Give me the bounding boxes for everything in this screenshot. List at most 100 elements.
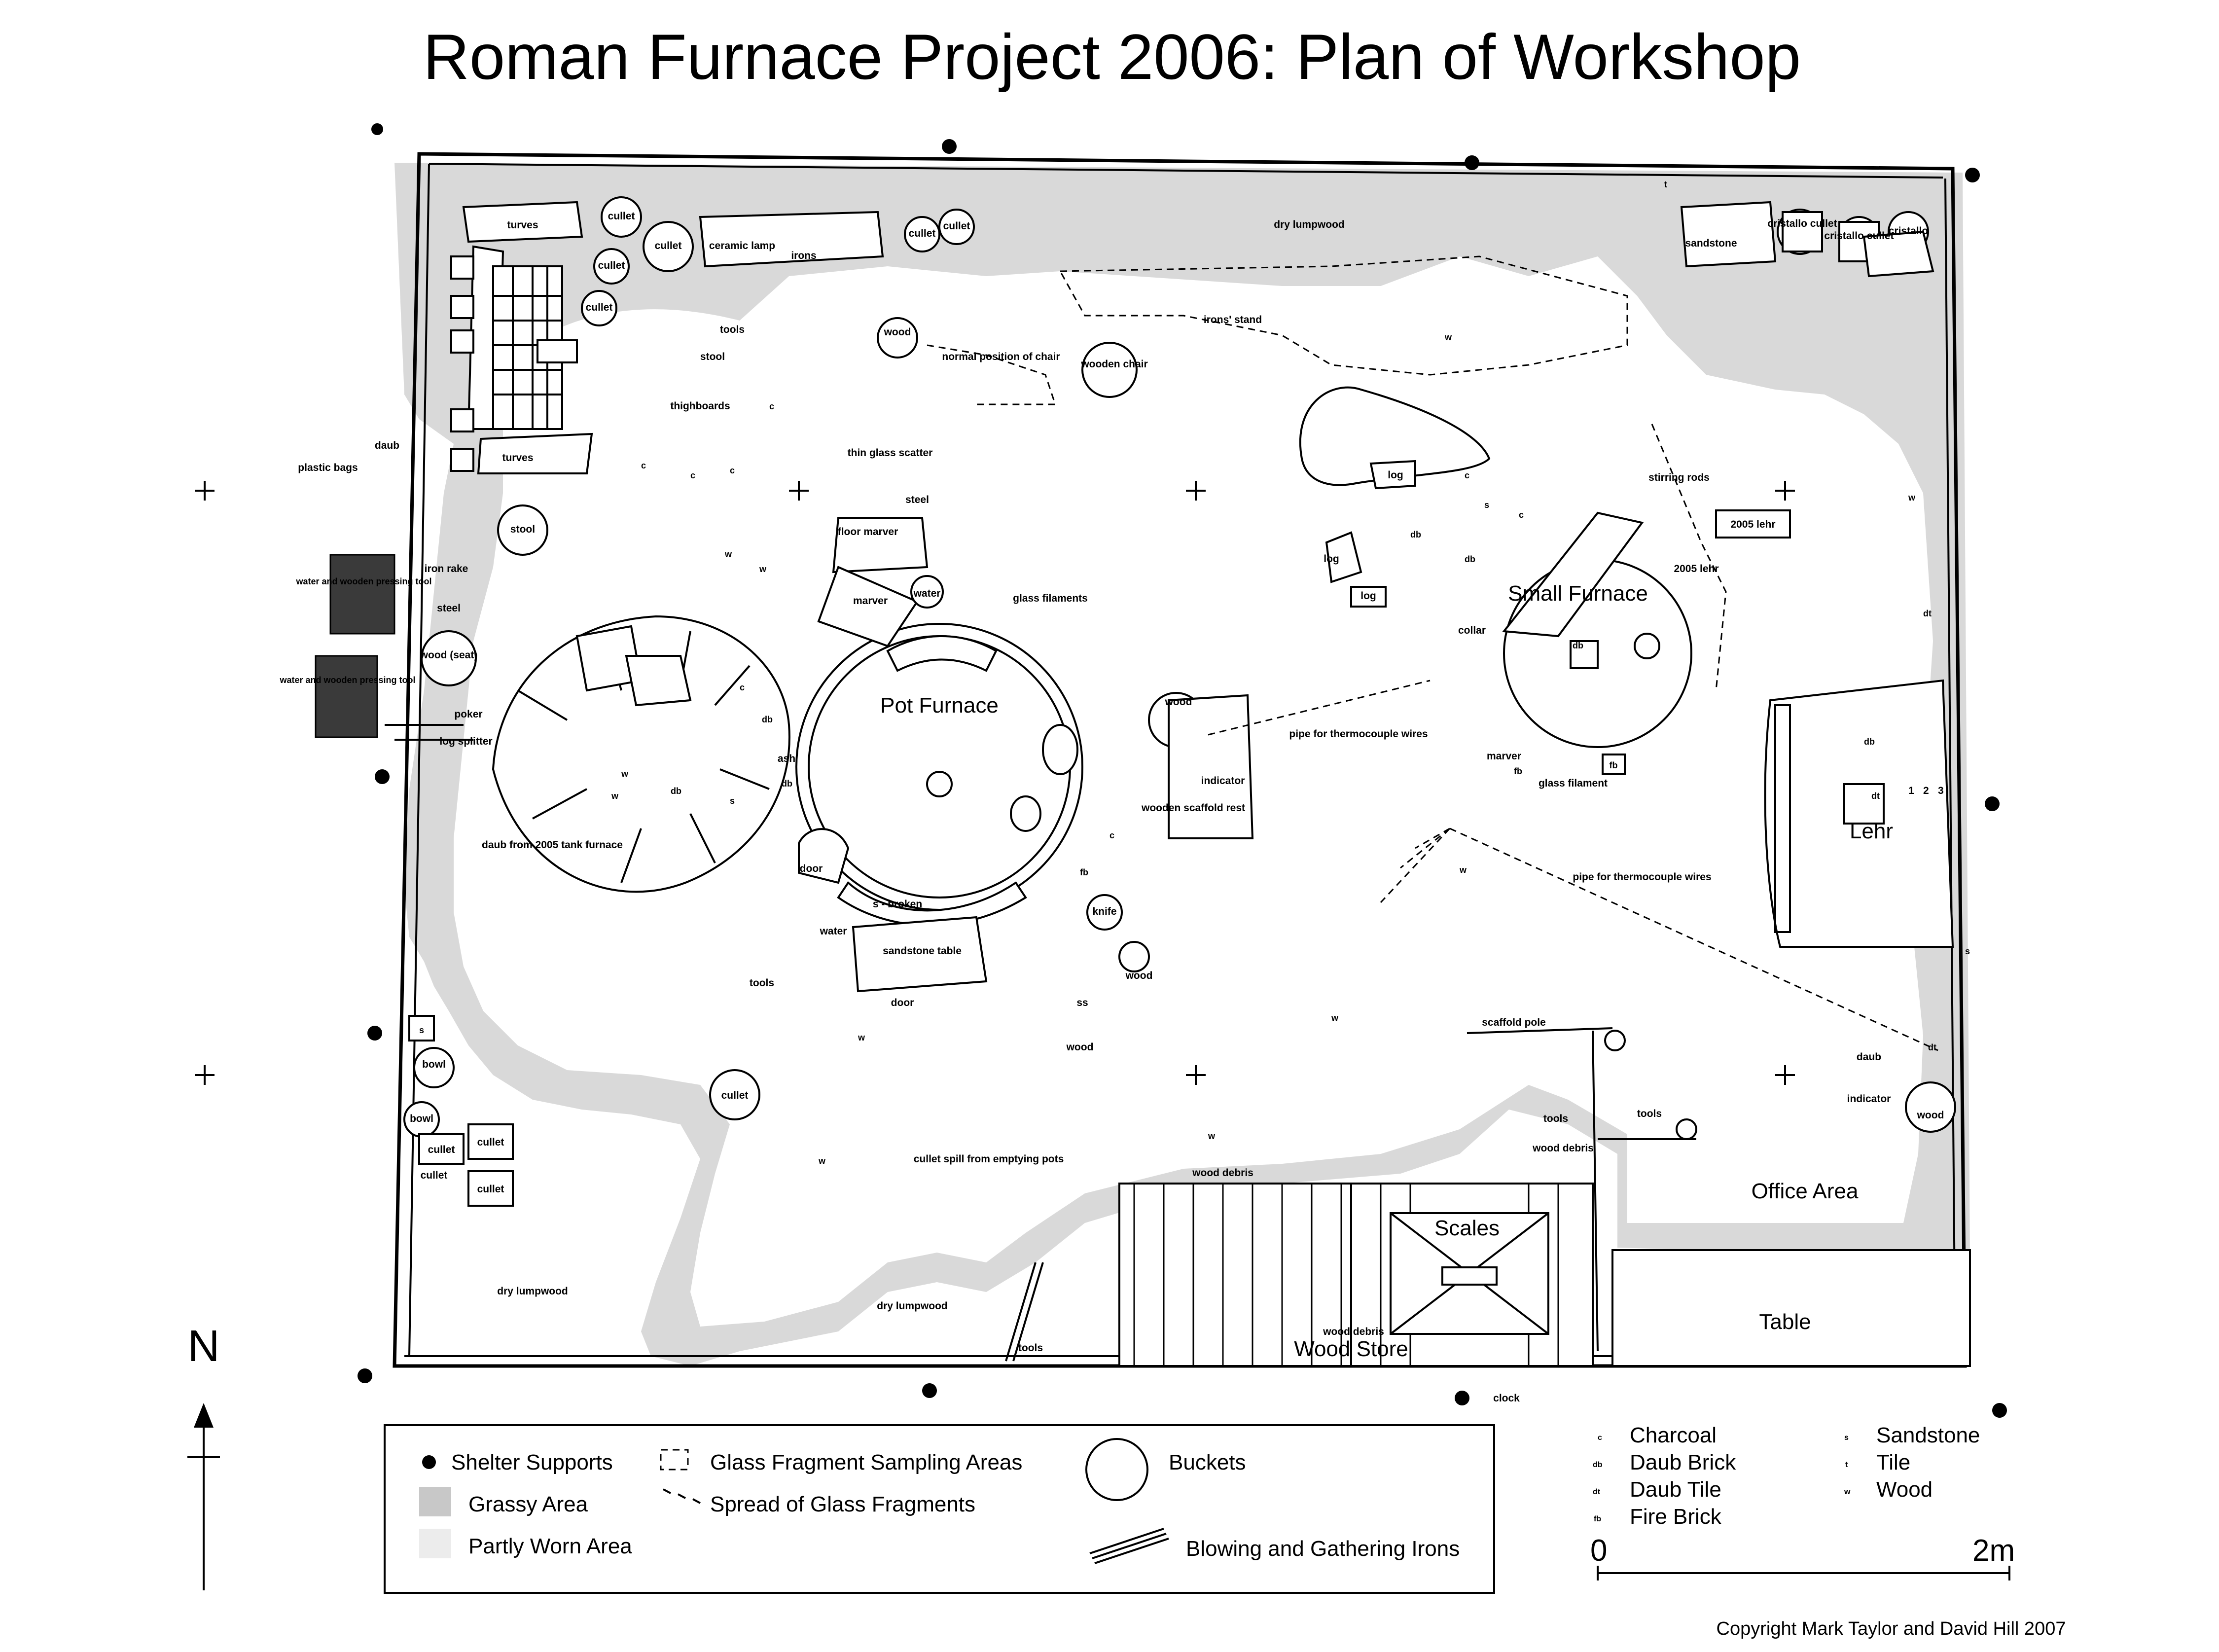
abbr-sandstone: Sandstone — [1876, 1423, 1980, 1447]
plastic-bags-label: plastic bags — [298, 462, 358, 473]
wood-store-label: Wood Store — [1294, 1337, 1408, 1361]
c-mark-1: c — [641, 461, 646, 470]
log-label-1: log — [1388, 469, 1403, 481]
abbr-charcoal: Charcoal — [1630, 1423, 1717, 1447]
cullet-5: cullet — [909, 228, 936, 239]
scales-label: Scales — [1434, 1216, 1500, 1240]
wood-debris-label-3: wood debris — [1192, 1167, 1253, 1179]
water-label-2: water — [820, 926, 847, 937]
steel-label-2: steel — [905, 494, 929, 505]
cullet-spill-label: cullet spill from emptying pots — [914, 1153, 1064, 1165]
knife-label: knife — [1092, 906, 1116, 917]
cullet-7: cullet — [428, 1144, 455, 1155]
ceramic-lamp-label: ceramic lamp — [709, 240, 775, 251]
tools-label-2: tools — [750, 977, 774, 989]
lehr: Lehr 1 2 3 — [1764, 679, 1954, 948]
w-mark-3: w — [611, 791, 619, 801]
lehr-num-2: 2 — [1923, 785, 1929, 796]
pressing-tool-label-2: water and wooden pressing tool — [279, 675, 415, 685]
lehr-2005-label-2: 2005 lehr — [1674, 563, 1718, 575]
cullet-8: cullet — [477, 1137, 504, 1148]
w-mark-7: w — [858, 1033, 865, 1042]
wood-label-4: wood — [1165, 696, 1192, 708]
pot-furnace-label: Pot Furnace — [880, 693, 999, 718]
cullet-1: cullet — [608, 211, 635, 222]
sw-objects: s bowl bowl cullet cullet cullet cullet … — [408, 1015, 1064, 1362]
abbr-tile: Tile — [1876, 1450, 1910, 1474]
abbr-code-s: s — [1844, 1434, 1849, 1442]
legend-buckets: Buckets — [1169, 1450, 1246, 1474]
legend-support-dot — [422, 1455, 436, 1469]
tools-label-5: tools — [1018, 1342, 1043, 1354]
daub-label-2: daub — [1857, 1051, 1881, 1063]
wood-debris-label-1: wood debris — [1532, 1143, 1594, 1154]
irons-stand-label: irons' stand — [1204, 314, 1262, 325]
legend-shelter-supports: Shelter Supports — [451, 1450, 613, 1474]
w-mark-9: w — [1208, 1131, 1216, 1141]
sampling-areas — [927, 255, 1727, 691]
cullet-9: cullet — [477, 1184, 504, 1195]
turves-2: turves — [502, 452, 533, 464]
legend: Shelter Supports Grassy Area Partly Worn… — [384, 1424, 1495, 1594]
scale-end: 2m — [1972, 1534, 2015, 1568]
daub-from-2005-label: daub from 2005 tank furnace — [482, 839, 623, 851]
cullet-2: cullet — [655, 240, 682, 251]
wooden-scaffold-rest-label: wooden scaffold rest — [1141, 802, 1245, 814]
thighboards-label: thighboards — [670, 400, 730, 412]
glass-filament-label: glass filament — [1539, 778, 1608, 789]
s-label-1: s — [419, 1025, 424, 1035]
normal-position-of-chair-label: normal position of chair — [942, 351, 1060, 362]
db-mark-5: db — [1465, 554, 1475, 564]
db-mark-4: db — [1410, 530, 1421, 539]
turves-1: turves — [507, 219, 538, 231]
wood-seat-label: wood (seat) — [420, 649, 478, 661]
wooden-chair-label: wooden chair — [1080, 359, 1147, 370]
shelter-supports — [358, 123, 2007, 1418]
c-mark-7: c — [740, 682, 745, 692]
dry-lumpwood-label-1: dry lumpwood — [1274, 219, 1345, 230]
west-side-objects: water and wooden pressing tool water and… — [279, 440, 622, 851]
db-label-sf: db — [1573, 641, 1583, 650]
abbr-code-fb: fb — [1594, 1515, 1601, 1523]
w-mark-8: w — [818, 1156, 826, 1166]
scale-start: 0 — [1590, 1534, 1607, 1568]
stirring-rods-label: stirring rods — [1648, 472, 1710, 483]
ss-label: ss — [1076, 997, 1088, 1008]
survey-crosses — [195, 481, 1795, 1085]
abbr-daub-brick: Daub Brick — [1630, 1450, 1736, 1474]
dt-mark-1: dt — [1923, 609, 1932, 618]
abbr-wood: Wood — [1876, 1477, 1933, 1502]
db-mark-1: db — [782, 779, 792, 789]
stool-label-1: stool — [700, 351, 725, 362]
steel-label-1: steel — [437, 603, 461, 614]
collar-label: collar — [1458, 625, 1486, 636]
wood-store: Scales Wood Store wood debris wood debri… — [1118, 1167, 1594, 1404]
lehr-num-3: 3 — [1938, 785, 1944, 796]
glass-filaments-label: glass filaments — [1013, 593, 1088, 604]
daub-label-1: daub — [375, 440, 399, 451]
fb-label-1: fb — [1610, 760, 1618, 770]
tools-label-4: tools — [1637, 1108, 1662, 1119]
abbr-code-w: w — [1844, 1488, 1851, 1496]
c-mark-2: c — [690, 470, 695, 480]
indicator-label-1: indicator — [1201, 775, 1245, 787]
sandstone-label-1: sandstone — [1685, 238, 1737, 249]
w-mark-10: w — [1331, 1013, 1339, 1023]
legend-sampling-areas: Glass Fragment Sampling Areas — [710, 1450, 1022, 1474]
legend-glass-dashes — [663, 1488, 701, 1504]
north-arrow: N — [187, 1322, 220, 1590]
db-mark-6: db — [1864, 737, 1875, 747]
c-mark-4: c — [769, 401, 774, 411]
door-label-1: door — [800, 863, 823, 874]
legend-glass-spread: Spread of Glass Fragments — [710, 1492, 975, 1516]
cristallo-cullet-1: cristallo cullet — [1767, 218, 1837, 229]
marver-label-1: marver — [853, 595, 888, 607]
lehr-2005-label-1: 2005 lehr — [1730, 519, 1775, 530]
abbr-code-t: t — [1845, 1461, 1848, 1469]
small-furnace: Small Furnace — [1502, 511, 1692, 748]
cristallo-label: cristallo — [1889, 225, 1929, 237]
db-mark-2: db — [762, 715, 773, 724]
office-area-label: Office Area — [1752, 1179, 1859, 1203]
abbr-daub-tile: Daub Tile — [1630, 1477, 1721, 1502]
